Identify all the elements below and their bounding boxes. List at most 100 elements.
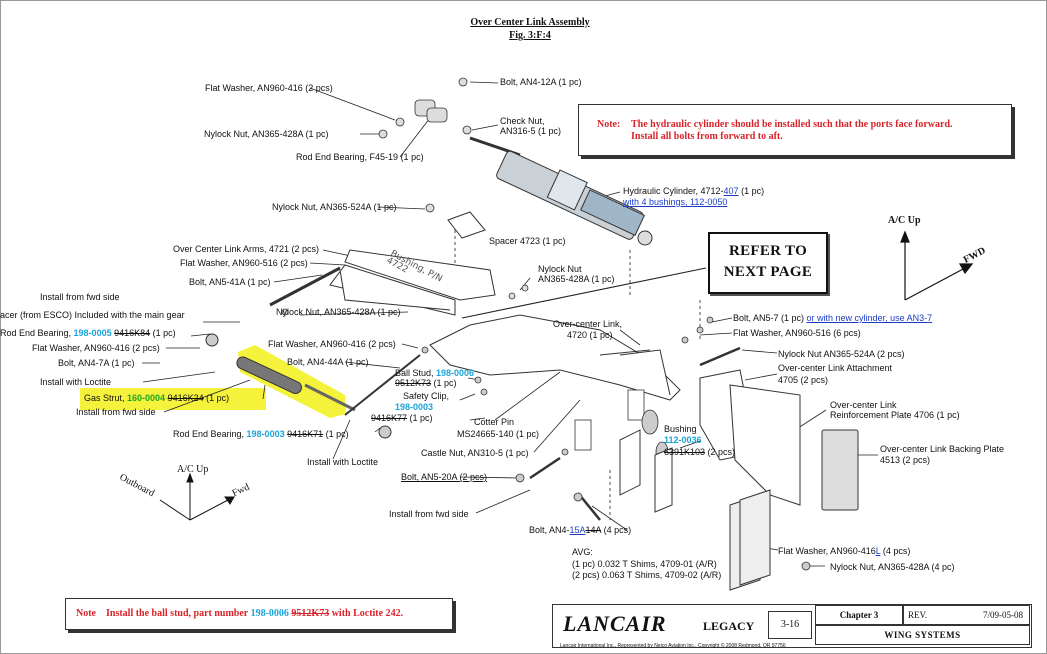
note-ball-stud: Note Install the ball stud, part number …	[65, 598, 453, 630]
bolt-an5-7-text: Bolt, AN5-7 (1 pc)	[733, 313, 807, 323]
legacy-text: LEGACY	[703, 619, 755, 633]
label-oc-link-1: Over-center Link,	[553, 319, 623, 329]
label-bushing: Bushing	[664, 424, 697, 434]
hyd-cyl-tail: (1 pc)	[738, 186, 765, 196]
bolt-an4-link[interactable]: 15A	[569, 525, 586, 535]
label-spacer-esco: acer (from ESCO) Included with the main …	[0, 310, 185, 320]
label-oc-backing-2: 4513 (2 pcs)	[880, 455, 931, 465]
rod-end-0003-tail: (1 pc)	[323, 429, 349, 439]
bolt-an5-7-link[interactable]: or with new cylinder, use AN3-7	[806, 313, 933, 323]
refer-line1: REFER TO	[728, 243, 808, 259]
fw-416-4-tail: (4 pcs)	[880, 546, 911, 556]
label-oc-reinf-2: Reinforcement Plate 4706 (1 pc)	[830, 410, 960, 420]
note-ball-stud-text-a: Install the ball stud, part number	[106, 608, 251, 619]
rod-end-0005-text: Rod End Bearing,	[0, 328, 74, 338]
ball-stud-text: Ball Stud,	[395, 368, 437, 378]
label-flat-washer-416-mid: Flat Washer, AN960-416 (2 pcs)	[268, 339, 396, 349]
gas-strut-old: 9416K24	[167, 393, 204, 403]
gas-strut-text: Gas Strut,	[84, 393, 128, 403]
fw-416-4-link[interactable]: L	[875, 546, 881, 556]
label-ball-stud-2: 9512K73 (1 pc)	[395, 378, 457, 389]
label-nylock-428a-right-1: Nylock Nut	[538, 264, 582, 274]
label-flat-washer-416-4: Flat Washer, AN960-416L (4 pcs)	[778, 546, 910, 557]
rod-end-0005-tail: (1 pc)	[150, 328, 176, 338]
ball-stud-old: 9512K73	[395, 378, 432, 388]
note-hydraulic-line1: The hydraulic cylinder should be install…	[631, 119, 953, 130]
bushing-tail: (2 pcs)	[705, 447, 736, 457]
ball-stud-tail: (1 pc)	[431, 378, 457, 388]
bolt-an4-old: 14A	[585, 525, 602, 535]
label-bushing-pn: 112-0036	[664, 435, 702, 445]
bolt-an4-text: Bolt, AN4-	[529, 525, 570, 535]
label-oc-backing-1: Over-center Link Backing Plate	[880, 444, 1005, 454]
label-bolt-an5-41a: Bolt, AN5-41A (1 pc)	[189, 277, 271, 287]
title-line2: Fig. 3:F:4	[509, 30, 551, 41]
label-install-fwd-1: Install from fwd side	[40, 292, 120, 302]
label-rod-end-198-0005: Rod End Bearing, 198-0005 9416K84 (1 pc)	[0, 328, 176, 339]
hyd-cyl-text: Hydraulic Cylinder, 4712-	[623, 186, 724, 196]
label-nylock-524a-top: Nylock Nut, AN365-524A (1 pc)	[272, 202, 397, 212]
safety-clip-old: 9416K77	[371, 413, 408, 423]
rod-end-0003-text: Rod End Bearing,	[173, 429, 247, 439]
label-bolt-an4-44a: Bolt, AN4-44A (1 pc)	[287, 357, 369, 367]
bolt-an4-tail: (4 pcs)	[601, 525, 632, 535]
note-ball-stud-prefix: Note	[76, 608, 96, 619]
label-oc-attach-2: 4705 (2 pcs)	[778, 375, 829, 385]
title-block-footer: Lancair International Inc., Represented …	[560, 643, 786, 649]
label-hydraulic-cylinder-2[interactable]: with 4 bushings, 112-0050	[623, 197, 728, 207]
label-oc-attach-1: Over-center Link Attachment	[778, 363, 893, 373]
label-cotter-pin-1: Cotter Pin	[474, 417, 515, 427]
label-flat-washer-516-6: Flat Washer, AN960-516 (6 pcs)	[733, 328, 861, 338]
label-nylock-428a-mid: Nylock Nut, AN365-428A (1 pc)	[276, 307, 401, 317]
note-hydraulic: Note: The hydraulic cylinder should be i…	[578, 104, 1012, 156]
label-shims-2: (2 pcs) 0.063 T Shims, 4709-02 (A/R)	[572, 570, 722, 580]
label-flat-washer-416-left: Flat Washer, AN960-416 (2 pcs)	[32, 343, 160, 353]
rev-label: REV.	[908, 610, 928, 620]
note-ball-stud-pn: 198-0006	[250, 608, 289, 619]
label-safety-clip-pn: 198-0003	[395, 402, 434, 412]
note-ball-stud-text-b: with Loctite 242.	[329, 608, 404, 619]
label-spacer-4723: Spacer 4723 (1 pc)	[489, 236, 566, 246]
label-gas-strut: Gas Strut, 160-0004 9416K24 (1 pc)	[84, 393, 229, 404]
label-nylock-428a-right-2: AN365-428A (1 pc)	[538, 274, 615, 284]
label-flat-washer-top: Flat Washer, AN960-416 (2 pcs)	[205, 83, 333, 93]
label-install-loctite-1: Install with Loctite	[40, 377, 112, 387]
lancair-logo: LANCAIR	[563, 611, 667, 636]
note-ball-stud-old: 9512K73	[291, 608, 330, 619]
label-nylock-top: Nylock Nut, AN365-428A (1 pc)	[204, 129, 329, 139]
label-ball-stud: Ball Stud, 198-0006	[395, 368, 474, 379]
label-install-fwd-3: Install from fwd side	[389, 509, 469, 519]
ball-stud-pn: 198-0006	[436, 368, 475, 378]
note-hydraulic-line2: Install all bolts from forward to aft.	[631, 131, 783, 142]
label-oc-link-2: 4720 (1 pc)	[567, 330, 613, 340]
title-block-rev: REV. 7/09-05-08	[903, 605, 1030, 625]
axis-right-up: A/C Up	[888, 215, 921, 226]
label-cotter-pin-2: MS24665-140 (1 pc)	[457, 429, 540, 439]
label-check-nut: Check Nut,	[500, 116, 545, 126]
label-bolt-an4-7a: Bolt, AN4-7A (1 pc)	[58, 358, 135, 368]
label-bolt-an4-12a: Bolt, AN4-12A (1 pc)	[500, 77, 582, 87]
label-rod-end-198-0003: Rod End Bearing, 198-0003 9416K71 (1 pc)	[173, 429, 349, 440]
label-hydraulic-cylinder: Hydraulic Cylinder, 4712-407 (1 pc)	[623, 186, 764, 197]
label-install-loctite-2: Install with Loctite	[307, 457, 379, 467]
label-nylock-524a-2: Nylock Nut AN365-524A (2 pcs)	[778, 349, 905, 359]
label-bolt-an4-15a: Bolt, AN4-15A14A (4 pcs)	[529, 525, 631, 536]
fw-416-4-text: Flat Washer, AN960-416	[778, 546, 876, 556]
diagram-title: Over Center Link Assembly Fig. 3:F:4	[430, 16, 630, 42]
label-avg: AVG:	[572, 547, 593, 557]
rod-end-0005-pn: 198-0005	[73, 328, 112, 338]
rod-end-0003-pn: 198-0003	[246, 429, 285, 439]
title-block: LANCAIR LEGACY 3-16 Chapter 3 REV. 7/09-…	[552, 604, 1032, 648]
label-bolt-an5-20a: Bolt, AN5-20A (2 pcs)	[401, 472, 488, 482]
rod-end-0003-old: 9416K71	[287, 429, 324, 439]
label-bolt-an5-7: Bolt, AN5-7 (1 pc) or with new cylinder,…	[733, 313, 932, 324]
refer-line2: NEXT PAGE	[723, 264, 813, 280]
hyd-cyl-link[interactable]: 407	[723, 186, 739, 196]
title-block-logo: LANCAIR LEGACY	[553, 605, 768, 645]
label-nylock-428a-4: Nylock Nut, AN365-428A (4 pc)	[830, 562, 955, 572]
label-install-fwd-2: Install from fwd side	[76, 407, 156, 417]
refer-next-page-box: REFER TO NEXT PAGE	[708, 232, 828, 294]
title-block-section: WING SYSTEMS	[815, 625, 1030, 645]
label-castle-nut: Castle Nut, AN310-5 (1 pc)	[421, 448, 529, 458]
